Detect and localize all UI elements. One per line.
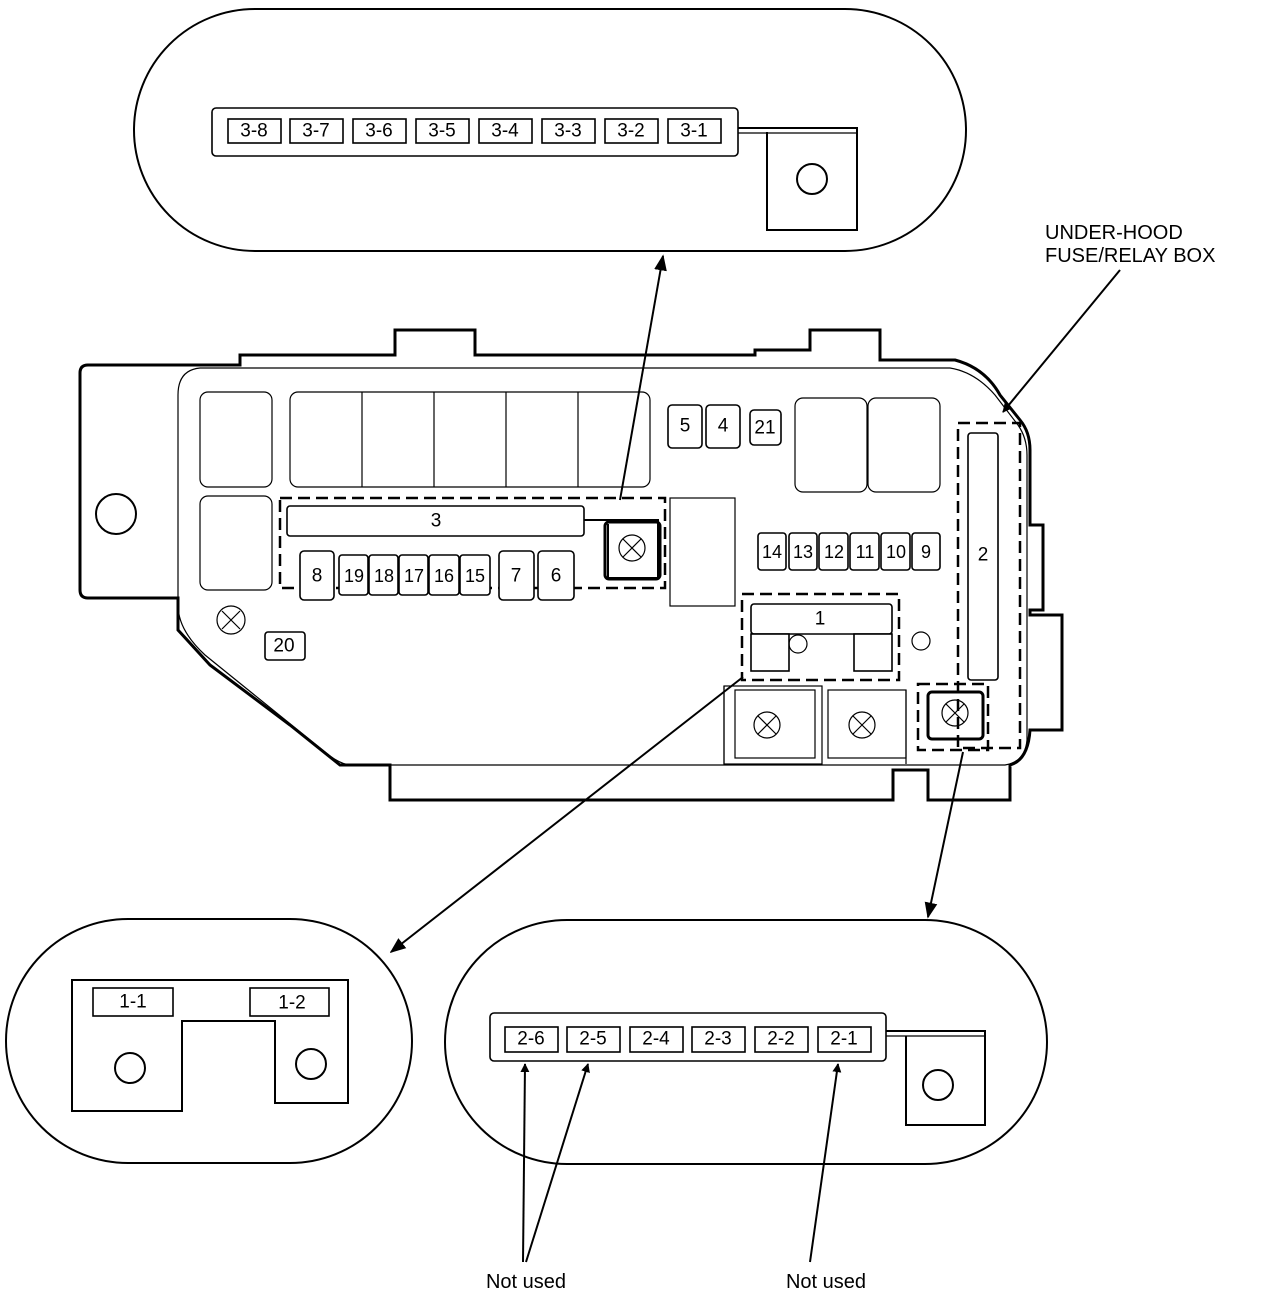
fuse-7-label: 7 xyxy=(511,566,522,587)
arrow-to-detail-3 xyxy=(619,254,667,501)
fuse-3-5-label: 3-5 xyxy=(428,121,455,142)
fuse-14-label: 14 xyxy=(762,542,782,562)
box-title-callout: UNDER-HOOD FUSE/RELAY BOX xyxy=(1002,222,1215,413)
fuse-3-7-label: 3-7 xyxy=(302,121,329,142)
main-fuse-box: 3 2 1 5 4 21 14 13 12 11 1 xyxy=(78,328,1064,802)
fuse-12-label: 12 xyxy=(824,542,844,562)
box-title-line-2: FUSE/RELAY BOX xyxy=(1045,245,1215,267)
fuse-6-label: 6 xyxy=(551,566,562,587)
fuse-2-1-label: 2-1 xyxy=(830,1029,857,1050)
fuse-8-label: 8 xyxy=(312,566,323,587)
detail-3-fuses: 3-8 3-7 3-6 3-5 3-4 3-3 3-2 3-1 xyxy=(227,118,722,144)
fuse-3-3-label: 3-3 xyxy=(554,121,581,142)
fuse-2-4-label: 2-4 xyxy=(642,1029,670,1050)
not-used-left-label: Not used xyxy=(486,1271,566,1293)
arrow-to-detail-1 xyxy=(389,676,744,953)
not-used-right-label: Not used xyxy=(786,1271,866,1293)
fuse-16-label: 16 xyxy=(434,566,454,586)
fuse-2-label: 2 xyxy=(978,545,989,566)
fuse-21-label: 21 xyxy=(754,418,775,439)
fuse-2-2-label: 2-2 xyxy=(767,1029,794,1050)
arrow-to-detail-2 xyxy=(924,751,964,919)
fuse-10-label: 10 xyxy=(886,542,906,562)
detail-2-callout: 2-6 2-5 2-4 2-3 2-2 2-1 xyxy=(444,919,1048,1165)
fuse-2-5-label: 2-5 xyxy=(579,1029,606,1050)
fuse-2-3-label: 2-3 xyxy=(704,1029,731,1050)
fuse-15-label: 15 xyxy=(465,566,485,586)
detail-3-callout: 3-8 3-7 3-6 3-5 3-4 3-3 3-2 3-1 xyxy=(133,8,967,252)
fuse-1-label: 1 xyxy=(815,609,826,630)
fuse-18-label: 18 xyxy=(374,566,394,586)
fuse-1-2-label: 1-2 xyxy=(278,993,305,1014)
fuse-3-8-label: 3-8 xyxy=(240,121,267,142)
fuse-19-label: 19 xyxy=(344,566,364,586)
fuse-1-1-label: 1-1 xyxy=(119,992,146,1013)
fuse-13-label: 13 xyxy=(793,542,813,562)
fuse-20-label: 20 xyxy=(273,636,294,657)
fuse-3-label: 3 xyxy=(431,511,442,532)
fuse-9-label: 9 xyxy=(921,542,931,562)
fuse-3-4-label: 3-4 xyxy=(491,121,519,142)
fuse-3-1-label: 3-1 xyxy=(680,121,707,142)
fuse-4-label: 4 xyxy=(718,416,729,437)
not-used-notes: Not used Not used xyxy=(486,1063,866,1293)
fuse-11-label: 11 xyxy=(856,542,875,562)
fuse-2-6-label: 2-6 xyxy=(517,1029,544,1050)
fuse-3-6-label: 3-6 xyxy=(365,121,392,142)
fuse-17-label: 17 xyxy=(404,566,424,586)
detail-1-callout: 1-1 1-2 xyxy=(5,918,413,1164)
fuse-5-label: 5 xyxy=(680,416,691,437)
fuse-3-2-label: 3-2 xyxy=(617,121,644,142)
box-title-line-1: UNDER-HOOD xyxy=(1045,222,1183,244)
